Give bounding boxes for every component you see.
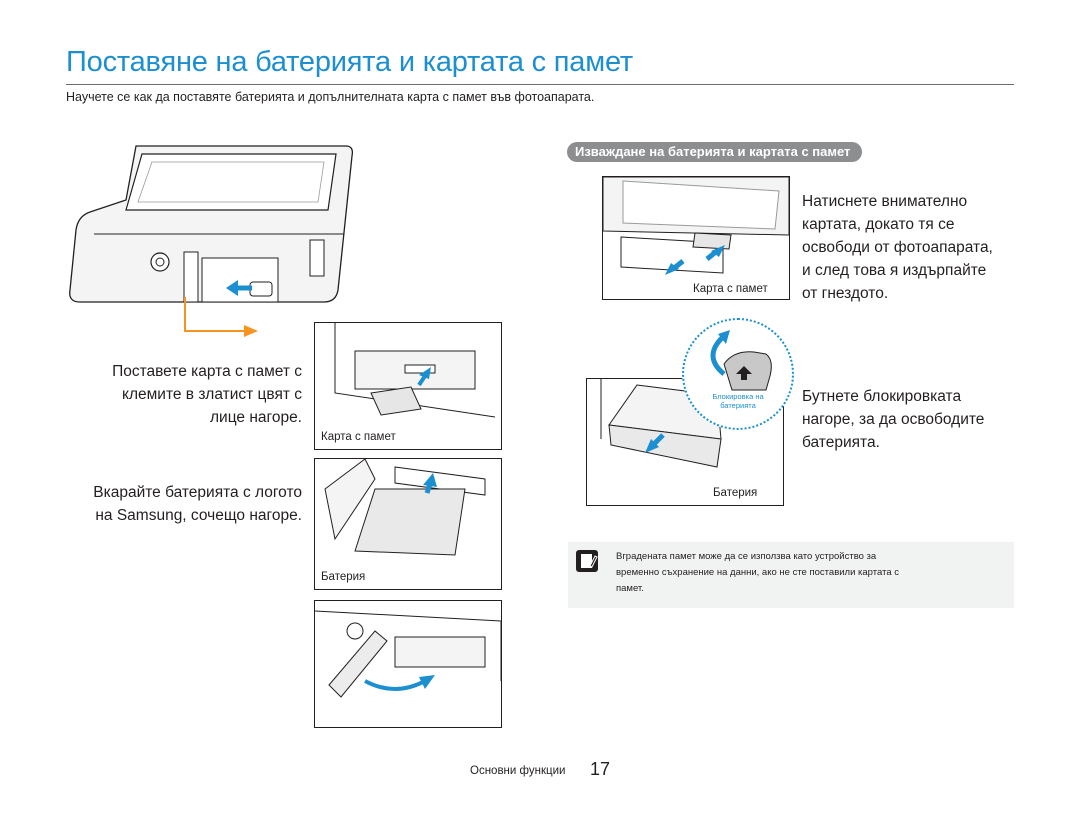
lock-label-line: Блокировка на	[712, 392, 764, 401]
battery-insert-illustration	[324, 459, 486, 556]
insert-card-instructions: Поставете карта с памет с клемите в злат…	[80, 360, 302, 429]
remove-card-instructions: Натиснете внимателно картата, докато тя …	[802, 190, 1014, 305]
close-door-panel	[314, 600, 502, 728]
footer-section-name: Основни функции	[470, 765, 566, 777]
note-line: временно съхранение на данни, ако не сте…	[616, 567, 899, 578]
battery-lock-callout: Блокировка на батерията	[682, 318, 794, 430]
instruction-line: на Samsung, сочещо нагоре.	[95, 507, 302, 524]
instruction-line: от гнездото.	[802, 285, 889, 302]
instruction-line: Вкарайте батерията с логото	[93, 484, 302, 501]
instruction-line: картата, докато тя се	[802, 216, 955, 233]
insert-battery-instructions: Вкарайте батерията с логото на Samsung, …	[74, 481, 302, 527]
instruction-line: лице нагоре.	[210, 409, 302, 426]
title-divider	[66, 84, 1014, 85]
memory-card-removal-illustration	[603, 177, 789, 275]
battery-door-illustration	[315, 610, 501, 698]
instruction-line: батерията.	[802, 434, 880, 451]
page-title: Поставяне на батерията и картата с памет	[66, 46, 634, 78]
panel-label-memory-card: Карта с памет	[693, 283, 768, 295]
note-text: Вградената памет може да се използва кат…	[616, 549, 1006, 597]
memory-card-slot-illustration	[334, 323, 496, 418]
note-box	[568, 542, 1014, 608]
panel-label-memory-card: Карта с памет	[321, 431, 396, 443]
instruction-line: и след това я издърпайте	[802, 262, 987, 279]
instruction-line: Бутнете блокировката	[802, 388, 962, 405]
instruction-line: Поставете карта с памет с	[112, 363, 302, 380]
camera-back-illustration	[69, 145, 354, 303]
battery-lock-label: Блокировка на батерията	[688, 392, 788, 410]
instruction-line: клемите в златист цвят с	[122, 386, 302, 403]
instruction-line: Натиснете внимателно	[802, 193, 968, 210]
panel-label-battery: Батерия	[321, 571, 366, 583]
panel-label-battery: Батерия	[713, 487, 758, 499]
insert-battery-panel: Батерия	[314, 458, 502, 590]
note-pencil-icon	[576, 550, 598, 572]
page-number: 17	[590, 759, 611, 779]
insert-card-panel: Карта с памет	[314, 322, 502, 450]
remove-card-panel: Карта с памет	[602, 176, 790, 300]
remove-battery-instructions: Бутнете блокировката нагоре, за да освоб…	[802, 385, 1014, 454]
section-heading-badge: Изваждане на батерията и картата с памет	[567, 142, 863, 162]
note-line: памет.	[616, 583, 644, 594]
instruction-line: нагоре, за да освободите	[802, 411, 985, 428]
lock-label-line: батерията	[720, 401, 756, 410]
orange-arrow-icon	[184, 297, 258, 337]
instruction-line: освободи от фотоапарата,	[802, 239, 993, 256]
page-subtitle: Научете се как да поставяте батерията и …	[66, 90, 595, 104]
note-line: Вградената памет може да се използва кат…	[616, 551, 877, 562]
battery-lock-illustration	[710, 330, 772, 391]
